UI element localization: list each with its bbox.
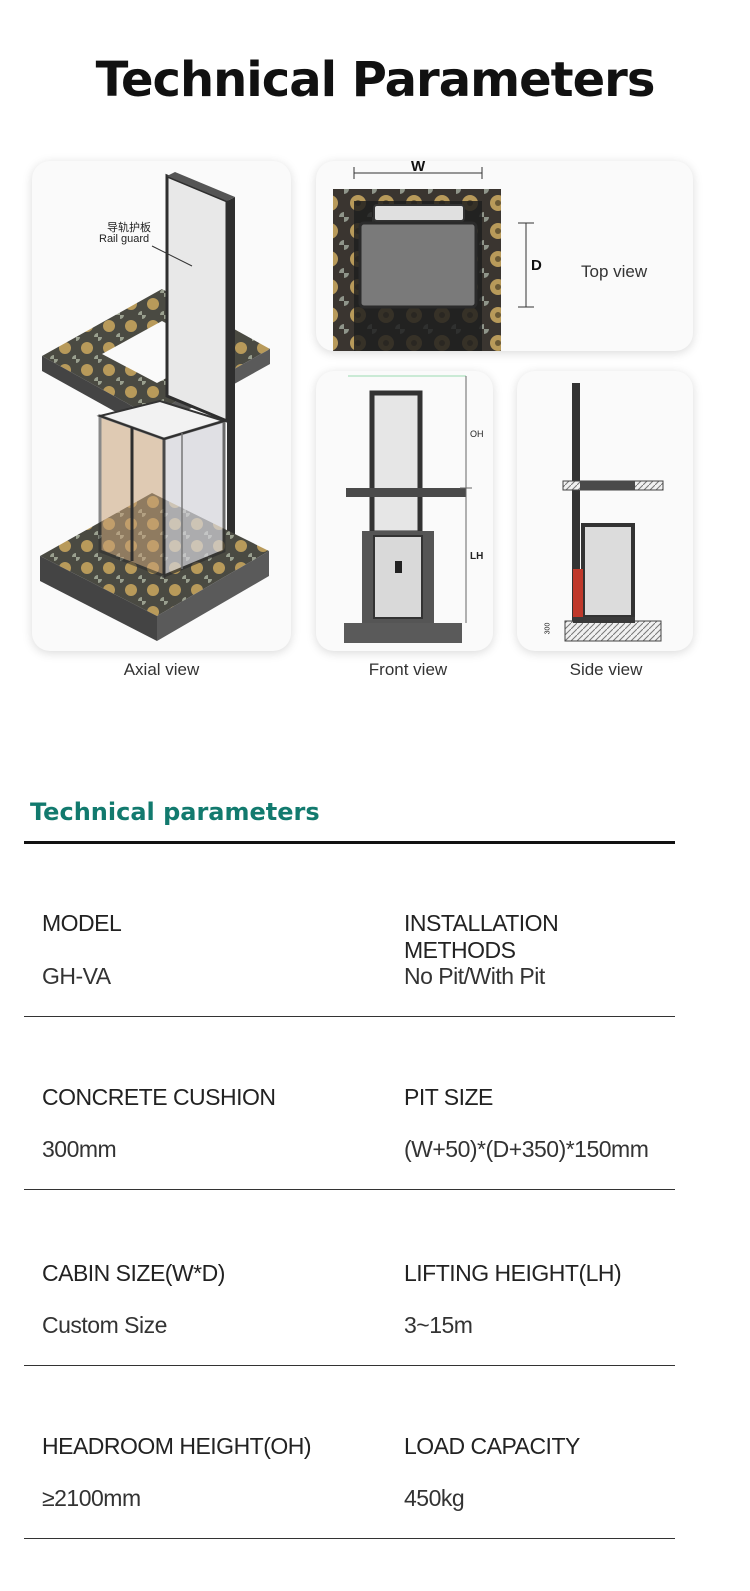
param-label: INSTALLATION METHODS — [404, 910, 559, 963]
row-divider — [24, 1538, 675, 1539]
page-title: Technical Parameters — [95, 52, 656, 108]
side-view-caption: Side view — [569, 660, 643, 679]
param-value: 450kg — [404, 1485, 465, 1511]
param-value: ≥2100mm — [42, 1485, 141, 1511]
param-label: HEADROOM HEIGHT(OH) — [42, 1433, 312, 1459]
rail-guard-label-en: Rail guard — [99, 233, 150, 245]
front-view-drawing — [344, 375, 472, 643]
param-value: 300mm — [42, 1136, 117, 1162]
param-row: MODEL GH-VA INSTALLATION METHODS No Pit/… — [24, 844, 675, 1017]
oh-dimension-label: OH — [470, 429, 484, 439]
param-value: (W+50)*(D+350)*150mm — [404, 1136, 649, 1162]
front-view-card: OH LH — [316, 371, 493, 651]
top-view-drawing — [333, 167, 534, 351]
param-value: No Pit/With Pit — [404, 963, 545, 989]
axial-view-caption: Axial view — [123, 660, 200, 679]
rail-guard-label-cn: 导轨护板 — [107, 222, 151, 234]
lh-dimension-label: LH — [470, 551, 484, 562]
front-view-caption: Front view — [368, 660, 448, 679]
param-row: HEADROOM HEIGHT(OH) ≥2100mm LOAD CAPACIT… — [24, 1366, 675, 1539]
top-view-card: W D Top view — [316, 161, 693, 351]
param-row: CONCRETE CUSHION 300mm PIT SIZE (W+50)*(… — [24, 1017, 675, 1190]
axial-view-drawing — [40, 172, 270, 641]
param-label: CABIN SIZE(W*D) — [42, 1260, 225, 1286]
param-value: Custom Size — [42, 1312, 167, 1338]
param-label: MODEL — [42, 910, 122, 936]
param-label: CONCRETE CUSHION — [42, 1084, 276, 1110]
param-row: CABIN SIZE(W*D) Custom Size LIFTING HEIG… — [24, 1190, 675, 1366]
section-title: Technical parameters — [30, 798, 320, 826]
top-view-caption: Top view — [581, 262, 648, 281]
param-label: LIFTING HEIGHT(LH) — [404, 1260, 622, 1286]
width-dimension-label: W — [411, 161, 426, 175]
row-divider — [24, 1189, 675, 1190]
param-label: PIT SIZE — [404, 1084, 493, 1110]
row-divider — [24, 1365, 675, 1366]
side-view-card: 300 — [517, 371, 693, 651]
side-view-drawing — [562, 383, 664, 642]
param-value: GH-VA — [42, 963, 111, 989]
param-label: LOAD CAPACITY — [404, 1433, 580, 1459]
cushion-dimension-label: 300 — [544, 622, 552, 635]
section-rule — [24, 841, 675, 844]
depth-dimension-label: D — [531, 257, 542, 274]
row-divider — [24, 1016, 675, 1017]
param-value: 3~15m — [404, 1312, 473, 1338]
axial-view-card: 导轨护板 Rail guard — [32, 161, 291, 651]
